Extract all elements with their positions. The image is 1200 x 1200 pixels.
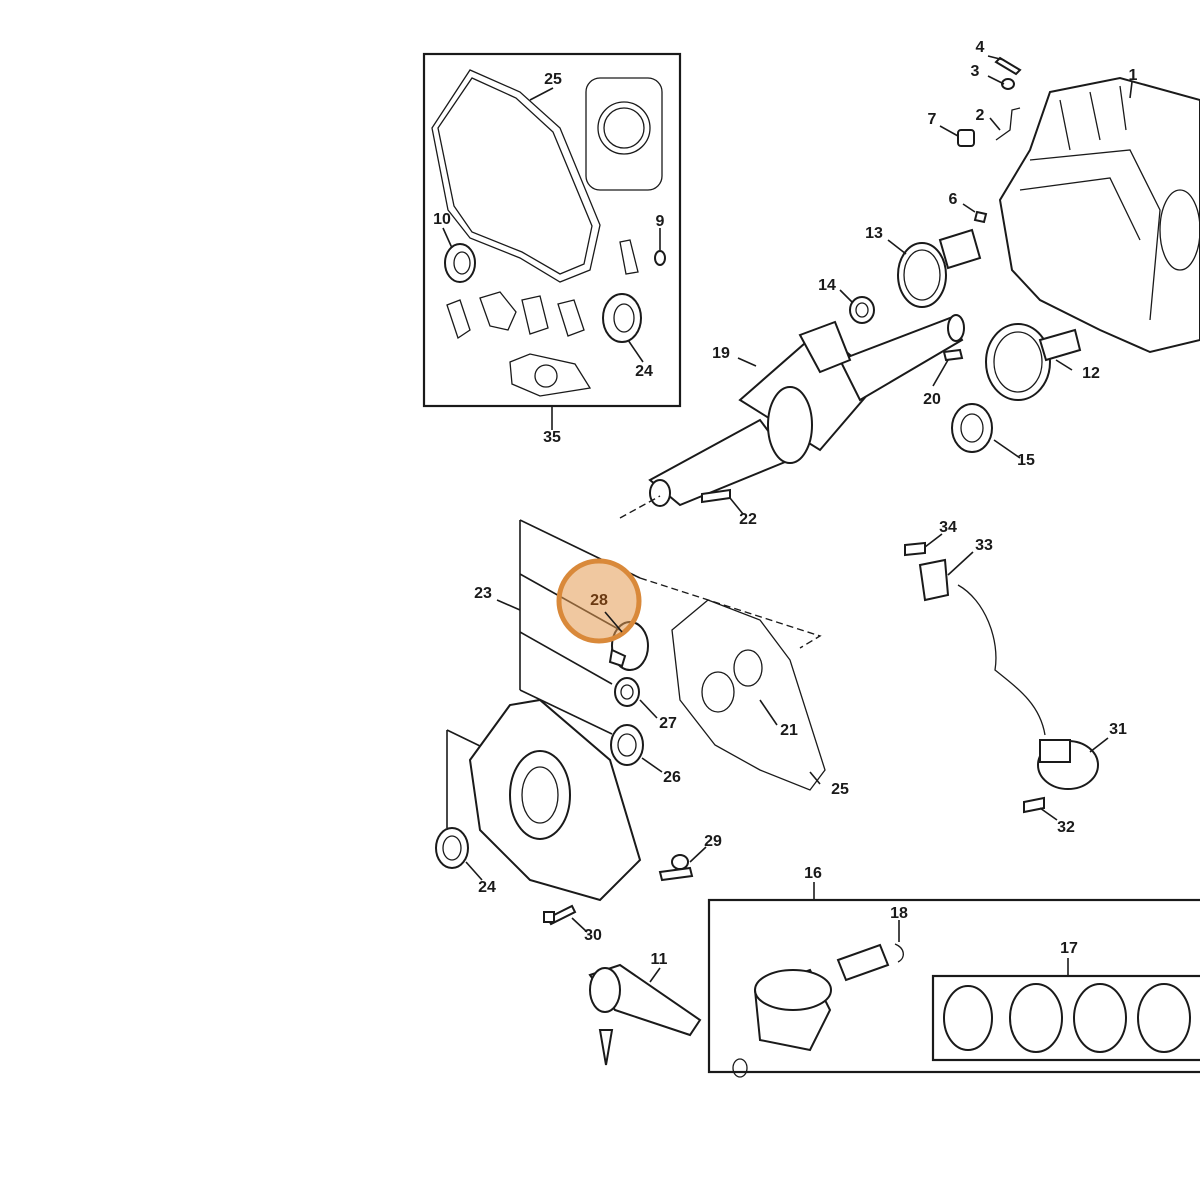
callout-19: 19	[712, 345, 730, 362]
callout-1: 1	[1129, 67, 1138, 84]
callout-29: 29	[704, 833, 722, 850]
ring-set-box	[931, 974, 1200, 1062]
callout-12: 12	[1082, 365, 1100, 382]
callout-2: 2	[976, 107, 985, 124]
callout-14: 14	[818, 277, 836, 294]
callout-25-lower: 25	[831, 781, 849, 798]
callout-11: 11	[651, 951, 668, 968]
callout-23: 23	[474, 585, 492, 602]
callout-28: 28	[590, 592, 608, 609]
ignition-coil	[904, 541, 1099, 814]
engine-block	[998, 76, 1200, 354]
highlight-marker-28[interactable]: 28	[556, 558, 642, 644]
callout-3: 3	[971, 63, 980, 80]
callout-15: 15	[1017, 452, 1035, 469]
cover-gasket	[671, 599, 826, 791]
callout-27: 27	[659, 715, 677, 732]
callout-24-lower: 24	[478, 879, 496, 896]
seal-27	[614, 677, 640, 707]
crankcase-cover	[468, 698, 642, 902]
bearing-15	[951, 403, 993, 453]
callout-labels: 1 2 3 4 6 7 9 10 11 12 13 14 15 16 17 18…	[433, 39, 1137, 968]
gasket-kit-box	[422, 52, 682, 408]
callout-26: 26	[663, 769, 681, 786]
callout-6: 6	[949, 191, 958, 208]
callout-13: 13	[865, 225, 883, 242]
callout-25-upper: 25	[544, 71, 562, 88]
cam-gear	[897, 228, 982, 308]
callout-32: 32	[1057, 819, 1075, 836]
callout-31: 31	[1109, 721, 1127, 738]
bolt-30	[543, 904, 577, 926]
crankshaft	[648, 314, 965, 507]
piston-box	[707, 898, 1200, 1078]
bearing-26	[610, 724, 644, 766]
callout-18: 18	[890, 905, 908, 922]
callout-20: 20	[923, 391, 941, 408]
bearing-14	[849, 296, 875, 324]
callout-9: 9	[656, 213, 665, 230]
callout-21: 21	[780, 722, 798, 739]
callout-4: 4	[976, 39, 985, 56]
governor-gear	[985, 323, 1082, 401]
callout-33: 33	[975, 537, 993, 554]
callout-22: 22	[739, 511, 757, 528]
callout-17: 17	[1060, 940, 1078, 957]
oil-dipstick	[658, 854, 694, 882]
callout-10: 10	[433, 211, 451, 228]
callout-34: 34	[939, 519, 957, 536]
callout-7: 7	[928, 111, 937, 128]
connecting-rod	[588, 963, 702, 1066]
leader-dashed	[619, 495, 661, 519]
small-parts-top	[701, 56, 1022, 504]
callout-16: 16	[804, 865, 822, 882]
callout-24-upper: 24	[635, 363, 653, 380]
callout-35: 35	[543, 429, 561, 446]
callout-30: 30	[584, 927, 602, 944]
seal-24-lower	[435, 827, 469, 869]
